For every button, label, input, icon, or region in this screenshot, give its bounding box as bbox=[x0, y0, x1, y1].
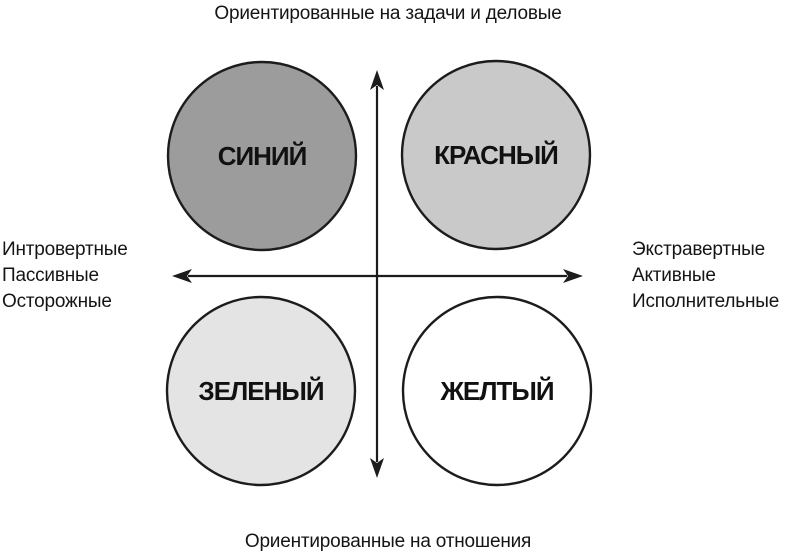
arrow-down-icon bbox=[370, 458, 384, 478]
arrow-up-icon bbox=[370, 70, 384, 90]
circle-blue bbox=[166, 60, 358, 252]
circle-red bbox=[400, 59, 592, 251]
circle-yellow-label: ЖЕЛТЫЙ bbox=[439, 376, 553, 406]
axis-label-extraverted: Экстравертные bbox=[632, 239, 765, 260]
axis-labels-right: Экстравертные Активные Исполнительные bbox=[632, 237, 779, 315]
axis-label-cautious: Осторожные bbox=[2, 291, 112, 312]
axis-label-top: Ориентированные на задачи и деловые bbox=[214, 3, 562, 24]
axis-label-active: Активные bbox=[632, 265, 716, 286]
circle-green bbox=[165, 295, 357, 487]
arrow-left-icon bbox=[172, 269, 192, 283]
arrow-right-icon bbox=[563, 269, 583, 283]
axis-labels-left: Интровертные Пассивные Осторожные bbox=[2, 237, 128, 315]
circle-green-label: ЗЕЛЕНЫЙ bbox=[198, 376, 323, 406]
axis-label-passive: Пассивные bbox=[2, 265, 99, 286]
axis-label-executive: Исполнительные bbox=[632, 291, 780, 312]
axis-label-introverted: Интровертные bbox=[2, 239, 128, 260]
circle-yellow bbox=[401, 295, 593, 487]
axis-label-bottom: Ориентированные на отношения bbox=[244, 531, 532, 552]
circle-blue-label: СИНИЙ bbox=[218, 141, 307, 171]
circle-red-label: КРАСНЫЙ bbox=[434, 140, 558, 170]
